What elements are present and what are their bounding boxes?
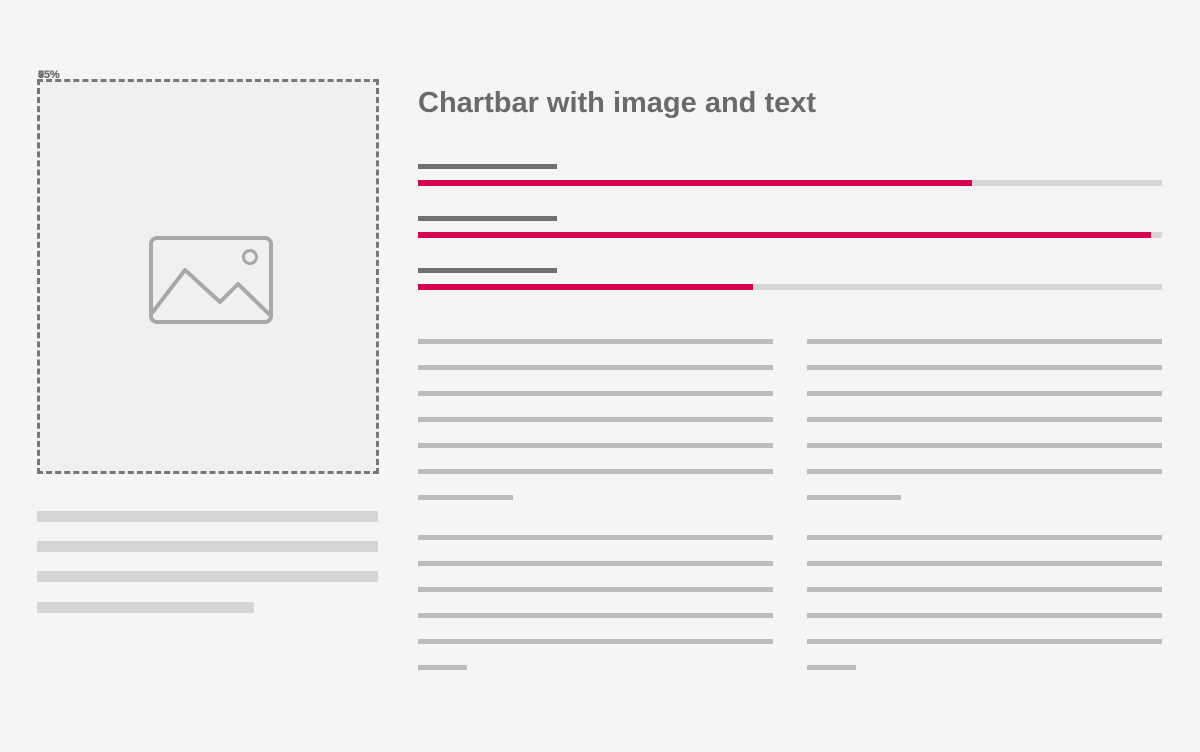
text-line — [418, 639, 773, 644]
bar-track-1 — [418, 180, 1162, 186]
text-line — [807, 665, 856, 670]
text-line — [418, 469, 773, 474]
text-line — [418, 443, 773, 448]
caption-line — [37, 571, 378, 582]
image-icon — [149, 236, 273, 324]
text-line — [807, 469, 1162, 474]
bar-fill-1 — [418, 180, 973, 186]
text-line — [807, 391, 1162, 396]
text-line — [807, 495, 901, 500]
bar-track-3 — [418, 284, 1162, 290]
bar-label-1 — [418, 164, 557, 169]
bar-fill-2 — [418, 232, 1151, 238]
caption-line — [37, 511, 378, 522]
text-line — [807, 639, 1162, 644]
bar-fill-3 — [418, 284, 753, 290]
page-title: Chartbar with image and text — [418, 87, 817, 119]
text-line — [418, 339, 773, 344]
caption-line — [37, 602, 254, 613]
text-line — [807, 339, 1162, 344]
percent-label-overlap-2: 95% — [38, 69, 60, 81]
text-line — [807, 417, 1162, 422]
text-line — [807, 535, 1162, 540]
text-line — [807, 613, 1162, 618]
percent-label-overlap-1: 75% — [38, 69, 60, 81]
bar-track-2 — [418, 232, 1162, 238]
text-line — [418, 613, 773, 618]
text-line — [807, 561, 1162, 566]
image-placeholder — [37, 79, 379, 474]
caption-line — [37, 541, 378, 552]
text-line — [807, 365, 1162, 370]
text-line — [418, 391, 773, 396]
text-line — [807, 443, 1162, 448]
percent-label-overlap-3: 45% — [38, 69, 60, 81]
text-line — [418, 535, 773, 540]
text-line — [418, 495, 513, 500]
text-line — [418, 365, 773, 370]
bar-label-2 — [418, 216, 557, 221]
bar-label-3 — [418, 268, 557, 273]
text-line — [418, 417, 773, 422]
text-line — [418, 561, 773, 566]
text-line — [807, 587, 1162, 592]
text-line — [418, 587, 773, 592]
text-line — [418, 665, 467, 670]
